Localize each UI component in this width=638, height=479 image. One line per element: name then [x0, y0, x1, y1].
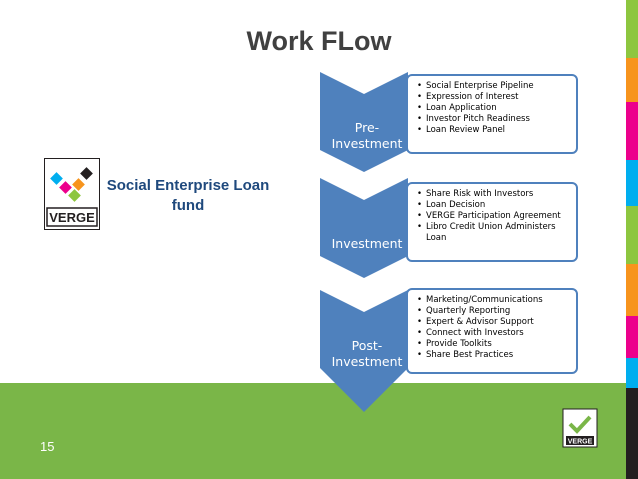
- stripe: [626, 264, 638, 316]
- logo-diamond: [68, 189, 81, 202]
- stage-label-pre-investment: Pre- Investment: [324, 120, 410, 152]
- stripe: [626, 58, 638, 102]
- logo-diamond: [72, 178, 85, 191]
- stripe: [626, 316, 638, 358]
- list-item: Investor Pitch Readiness: [417, 114, 572, 125]
- list-item: Connect with Investors: [417, 328, 572, 339]
- stage-label-post-investment: Post- Investment: [324, 338, 410, 370]
- list-item: Provide Toolkits: [417, 339, 572, 350]
- list-item: Quarterly Reporting: [417, 306, 572, 317]
- list-item: Share Best Practices: [417, 350, 572, 361]
- list-item: Loan Application: [417, 103, 572, 114]
- stripe: [626, 388, 638, 479]
- corner-logo-text: VERGE: [568, 439, 593, 446]
- stage-label-line: Post-: [351, 338, 383, 353]
- bullet-box-pre-investment: Social Enterprise Pipeline Expression of…: [406, 74, 578, 154]
- stripe: [626, 206, 638, 264]
- bullet-list: Social Enterprise Pipeline Expression of…: [416, 81, 572, 136]
- list-item: Expression of Interest: [417, 92, 572, 103]
- footer-band: [0, 383, 638, 479]
- bullet-box-post-investment: Marketing/Communications Quarterly Repor…: [406, 288, 578, 374]
- fund-subtitle: Social Enterprise Loan fund: [106, 177, 270, 214]
- list-item: Libro Credit Union Administers Loan: [417, 222, 572, 244]
- stage-label-line: Investment: [331, 236, 403, 251]
- bullet-list: Marketing/Communications Quarterly Repor…: [416, 295, 572, 361]
- stripe: [626, 358, 638, 388]
- list-item: Loan Review Panel: [417, 125, 572, 136]
- logo-diamond: [50, 172, 63, 185]
- list-item: Loan Decision: [417, 200, 572, 211]
- stripe: [626, 160, 638, 206]
- stripe: [626, 102, 638, 160]
- slide-title: Work FLow: [246, 26, 392, 56]
- list-item: Expert & Advisor Support: [417, 317, 572, 328]
- list-item: Marketing/Communications: [417, 295, 572, 306]
- bullet-list: Share Risk with Investors Loan Decision …: [416, 189, 572, 244]
- stage-label-line: Pre-: [354, 120, 380, 135]
- check-mark: [568, 415, 592, 434]
- list-item: Social Enterprise Pipeline: [417, 81, 572, 92]
- stage-label-line: Investment: [331, 354, 403, 369]
- chevron-pre-investment: [320, 72, 408, 172]
- chevron-investment: [320, 178, 408, 278]
- color-stripes: [626, 0, 638, 479]
- logo-text: VERGE: [49, 210, 95, 225]
- page-number: 15: [40, 439, 55, 454]
- verge-corner-logo: VERGE: [562, 408, 598, 448]
- list-item: VERGE Participation Agreement: [417, 211, 572, 222]
- list-item: Share Risk with Investors: [417, 189, 572, 200]
- logo-diamond: [59, 181, 72, 194]
- stage-label-investment: Investment: [324, 236, 410, 252]
- chevron-post-investment: [320, 290, 408, 412]
- stage-label-line: Investment: [331, 136, 403, 151]
- stripe: [626, 0, 638, 58]
- verge-logo: VERGE: [44, 158, 100, 230]
- logo-diamond: [80, 167, 93, 180]
- bullet-box-investment: Share Risk with Investors Loan Decision …: [406, 182, 578, 262]
